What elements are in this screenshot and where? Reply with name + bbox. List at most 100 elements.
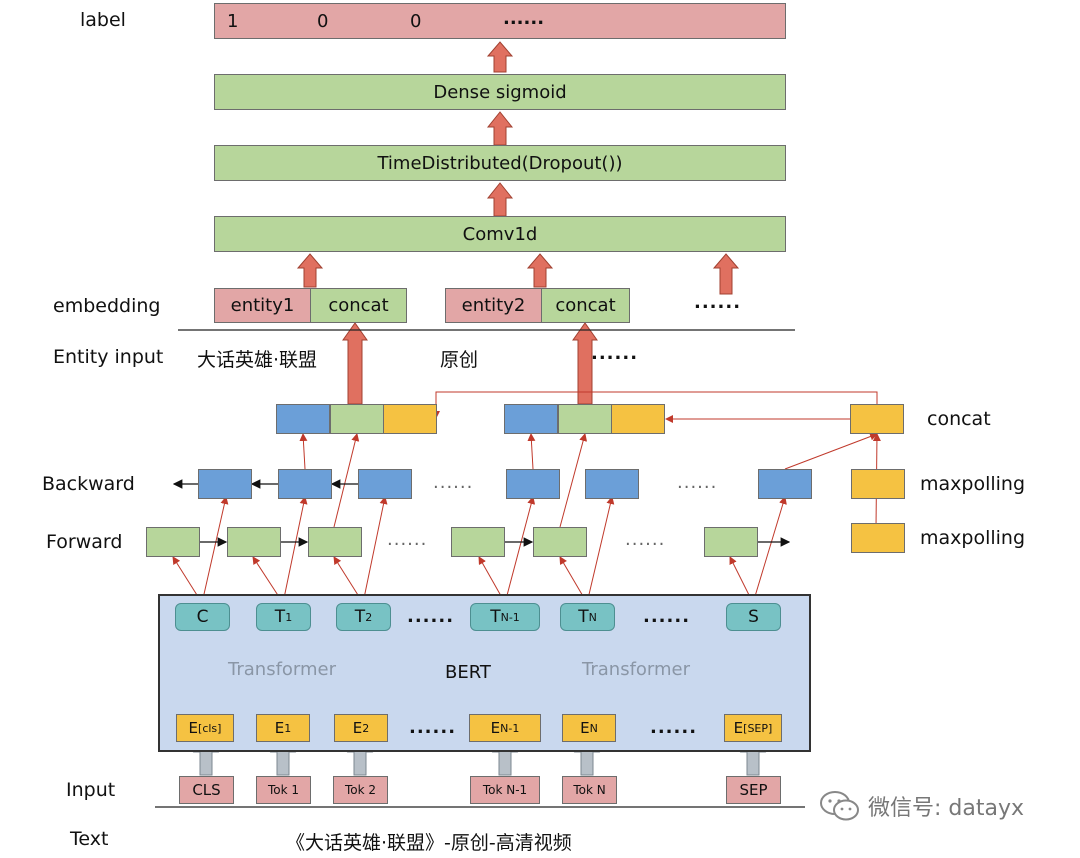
label-ellipsis: ......: [503, 8, 545, 29]
bert-output-tn-sub: N: [588, 610, 597, 624]
forward-ellipsis-2: ......: [625, 529, 666, 550]
bert-embedding-sep-sub: [SEP]: [743, 721, 773, 735]
maxpolling-label-1: maxpolling: [920, 473, 1026, 495]
concat1-embedding: concat: [310, 288, 407, 323]
arrow-dense-to-label: [486, 41, 514, 73]
backward-cell: [506, 469, 560, 499]
concat1-forward-cell: [330, 404, 384, 434]
bert-embedding-2-text: E: [352, 719, 363, 737]
forward-cell: [533, 527, 587, 557]
concat1-pool-cell: [383, 404, 437, 434]
bert-title: BERT: [445, 662, 491, 683]
bert-embedding-ellipsis-1: ......: [409, 717, 457, 738]
bert-output-tn1-sub: N-1: [500, 610, 520, 624]
watermark: 微信号: datayx: [818, 789, 1024, 823]
bert-output-ellipsis-2: ......: [643, 606, 691, 627]
conv1d-layer: Comv1d: [214, 216, 786, 252]
global-concat-label: concat: [927, 408, 991, 430]
arrow-emb1-to-conv: [296, 253, 324, 288]
forward-cell: [704, 527, 758, 557]
input-row-label: Input: [66, 779, 116, 801]
token-1: Tok 1: [256, 776, 311, 804]
bert-embedding-1-sub: 1: [284, 721, 292, 735]
bert-embedding-ellipsis-2: ......: [650, 717, 698, 738]
backward-row-label: Backward: [42, 473, 135, 495]
arrow-emb2-to-conv: [526, 253, 554, 288]
bert-output-s: S: [726, 603, 781, 631]
bert-embedding-sep-text: E: [733, 719, 744, 737]
concat2-pool-cell: [611, 404, 665, 434]
time-distributed-layer: TimeDistributed(Dropout()): [214, 145, 786, 181]
bert-embedding-cls-text: E: [188, 719, 199, 737]
bert-output-tn-text: T: [578, 607, 589, 627]
label-value-3: 0: [410, 10, 422, 32]
bert-embedding-2-sub: 2: [362, 721, 370, 735]
bert-output-s-text: S: [748, 607, 759, 627]
forward-cell: [146, 527, 200, 557]
forward-cell: [451, 527, 505, 557]
backward-cell: [585, 469, 639, 499]
bert-embedding-n-sub: N: [589, 721, 598, 735]
concat2-embedding: concat: [541, 288, 630, 323]
concat2-backward-cell: [504, 404, 558, 434]
arrow-concat2-to-emb: [572, 322, 598, 405]
bert-embedding-n1-sub: N-1: [500, 721, 520, 735]
backward-cell: [358, 469, 412, 499]
arrow-conv-to-td: [486, 182, 514, 217]
forward-cell: [227, 527, 281, 557]
entity-input-ellipsis: ......: [591, 343, 639, 364]
label-value-1: 1: [227, 10, 239, 32]
bert-output-c: C: [175, 603, 230, 631]
bert-embedding-n-text: E: [580, 719, 590, 737]
embedding-ellipsis: ......: [694, 292, 742, 313]
forward-cell: [308, 527, 362, 557]
entity2-embedding: entity2: [445, 288, 542, 323]
input-sentence: 《大话英雄·联盟》-原创-高清视频: [286, 832, 572, 854]
bert-output-tn1-text: T: [490, 607, 501, 627]
maxpolling-cell-2: [851, 523, 905, 553]
bert-output-c-text: C: [196, 607, 209, 627]
transformer-label-right: Transformer: [582, 659, 691, 680]
concat2-forward-cell: [558, 404, 612, 434]
token-n1: Tok N-1: [470, 776, 540, 804]
token-sep: SEP: [726, 776, 781, 804]
block-arrows: [296, 41, 740, 405]
watermark-text: 微信号: datayx: [868, 796, 1024, 821]
bert-output-t1-sub: 1: [285, 610, 293, 624]
forward-ellipsis-1: ......: [387, 529, 428, 550]
bert-embedding-cls-sub: [cls]: [198, 721, 222, 735]
token-2: Tok 2: [333, 776, 388, 804]
wechat-icon: [820, 791, 859, 821]
concat1-backward-cell: [276, 404, 330, 434]
label-output-bar: 1 0 0 ......: [214, 3, 786, 39]
backward-ellipsis-1: ......: [433, 472, 474, 493]
text-row-label: Text: [70, 828, 109, 850]
lstm-direction-arrows: [172, 479, 791, 547]
forward-row-label: Forward: [46, 531, 123, 553]
arrow-dots-to-conv: [712, 253, 740, 295]
global-concat-cell: [850, 404, 904, 434]
dense-sigmoid-layer: Dense sigmoid: [214, 74, 786, 110]
token-n: Tok N: [562, 776, 617, 804]
label-row-label: label: [80, 9, 126, 31]
entity1-embedding: entity1: [214, 288, 311, 323]
bert-embedding-1-text: E: [274, 719, 285, 737]
bert-embedding-cls: E[cls]: [176, 714, 234, 742]
backward-cell: [278, 469, 332, 499]
entity-input-1: 大话英雄·联盟: [197, 349, 318, 371]
label-value-2: 0: [317, 10, 329, 32]
backward-cell: [198, 469, 252, 499]
maxpolling-label-2: maxpolling: [920, 527, 1026, 549]
arrow-concat1-to-emb: [342, 322, 368, 405]
embedding-row-label: embedding: [53, 295, 161, 317]
bert-embedding-n1-text: E: [490, 719, 501, 737]
